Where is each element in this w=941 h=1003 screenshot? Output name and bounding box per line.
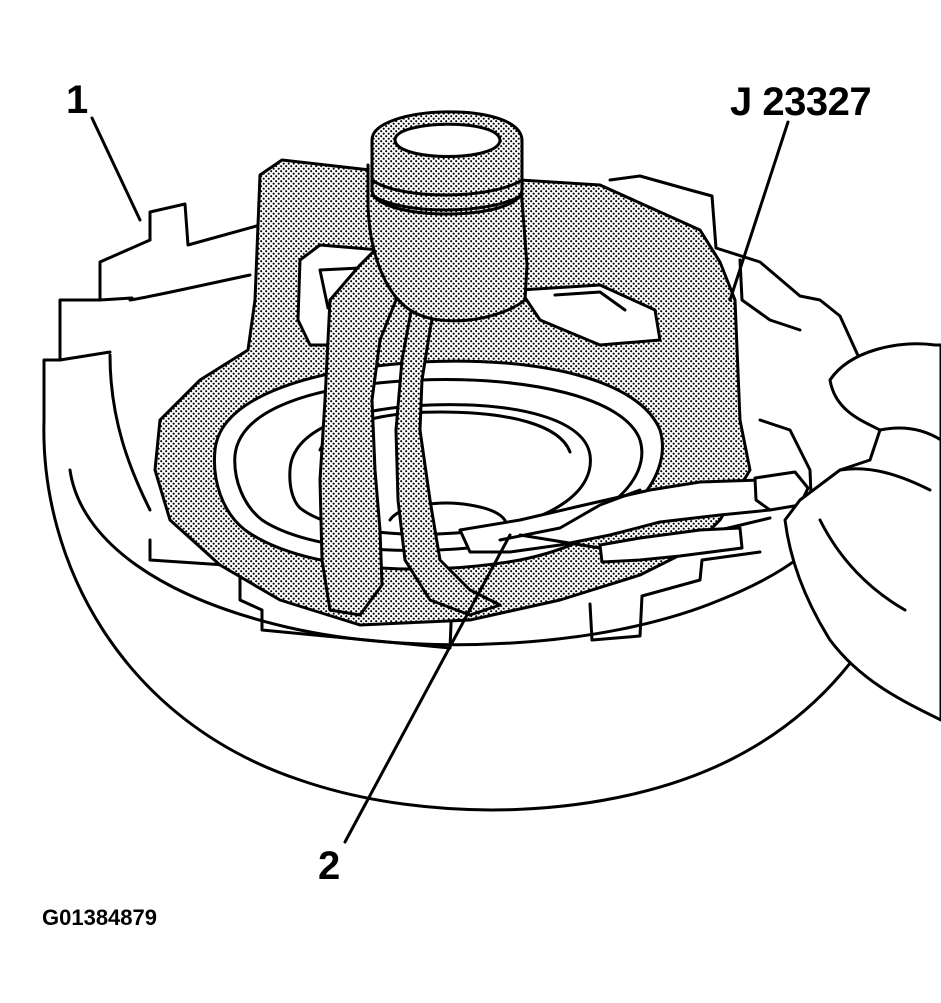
clutch-housing [42, 174, 907, 812]
callout-housing: 1 [66, 78, 89, 122]
leader-lines [90, 116, 790, 844]
leader-line-1 [90, 116, 142, 222]
leader-line-2 [343, 533, 512, 844]
figure-id: G01384879 [42, 905, 157, 930]
leader-line-tool [728, 120, 790, 302]
callout-tool: J 23327 [730, 80, 872, 124]
callout-snap-ring: 2 [318, 844, 341, 888]
snap-ring-and-pliers [458, 342, 941, 722]
